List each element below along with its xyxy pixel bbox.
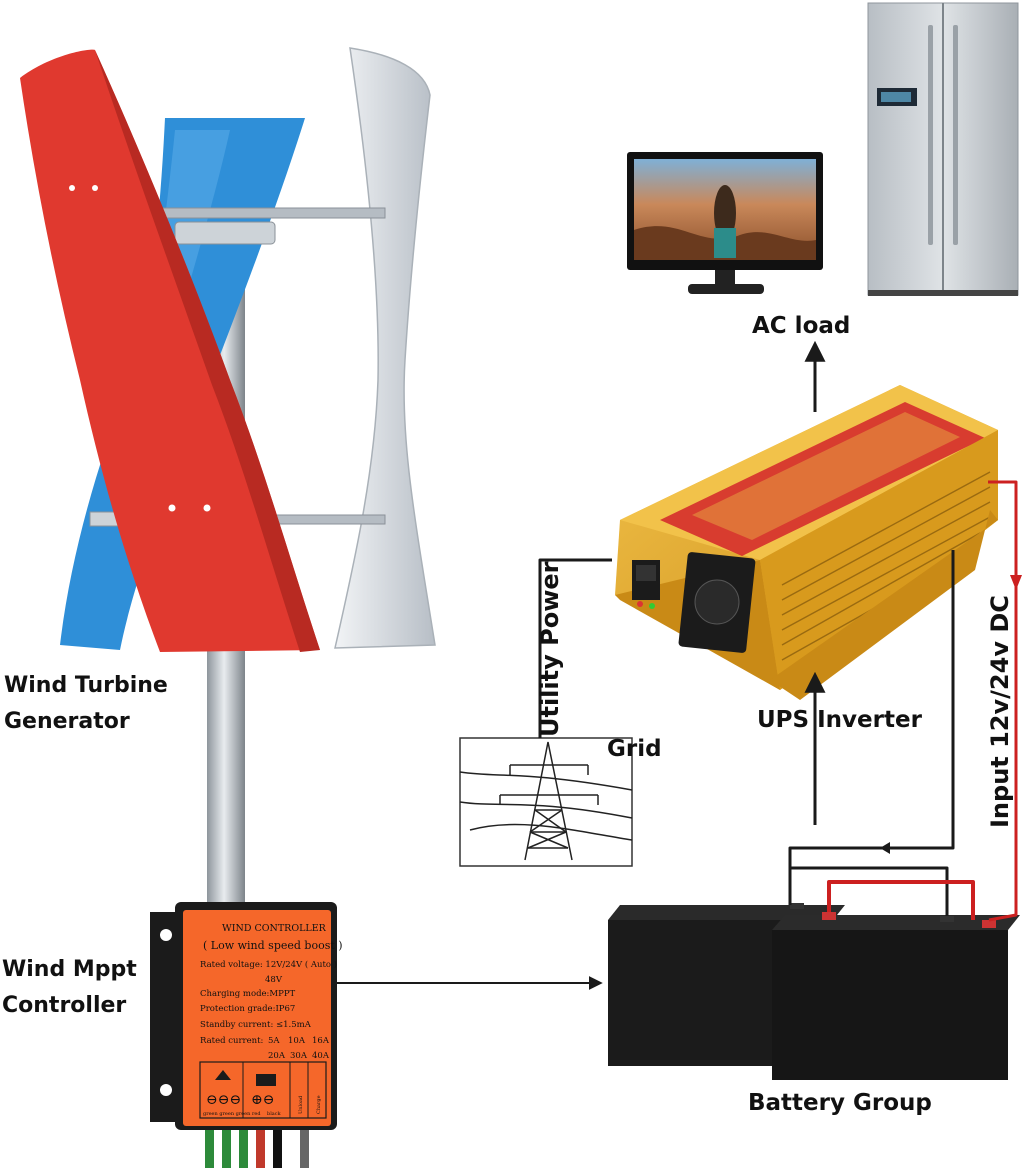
utility-power-label: Utility Power <box>536 561 564 737</box>
wind-mppt-line1: Wind Mppt <box>2 957 137 982</box>
grid-label: Grid <box>607 736 662 762</box>
red-blade <box>20 49 320 652</box>
battery-group-label: Battery Group <box>748 1090 932 1116</box>
wind-turbine-line1: Wind Turbine <box>4 673 168 698</box>
wind-turbine-generator-label: Wind Turbine Generator <box>4 668 168 740</box>
ups-inverter-label: UPS Inverter <box>757 707 922 733</box>
inverter <box>615 385 998 700</box>
svg-text:⊖⊖⊖: ⊖⊖⊖ <box>206 1092 241 1108</box>
ac-load-label: AC load <box>752 313 851 339</box>
wind-mppt-line2: Controller <box>2 993 127 1018</box>
controller-face <box>183 910 331 1126</box>
wind-turbine <box>20 47 436 910</box>
wind-mppt-controller-label: Wind Mppt Controller <box>2 952 137 1024</box>
svg-text:⊕⊖: ⊕⊖ <box>251 1092 274 1108</box>
input-dc-label: Input 12v/24v DC <box>986 595 1014 828</box>
refrigerator-icon <box>867 2 1019 296</box>
wiring <box>337 340 1022 990</box>
grid-tower-icon <box>459 737 633 867</box>
wind-turbine-line2: Generator <box>4 709 130 734</box>
tv-icon <box>627 152 823 294</box>
white-blade <box>334 47 436 649</box>
wind-controller: ⊖⊖⊖ ⊕⊖ <box>150 902 337 1168</box>
battery-group-icon <box>608 903 1020 1080</box>
